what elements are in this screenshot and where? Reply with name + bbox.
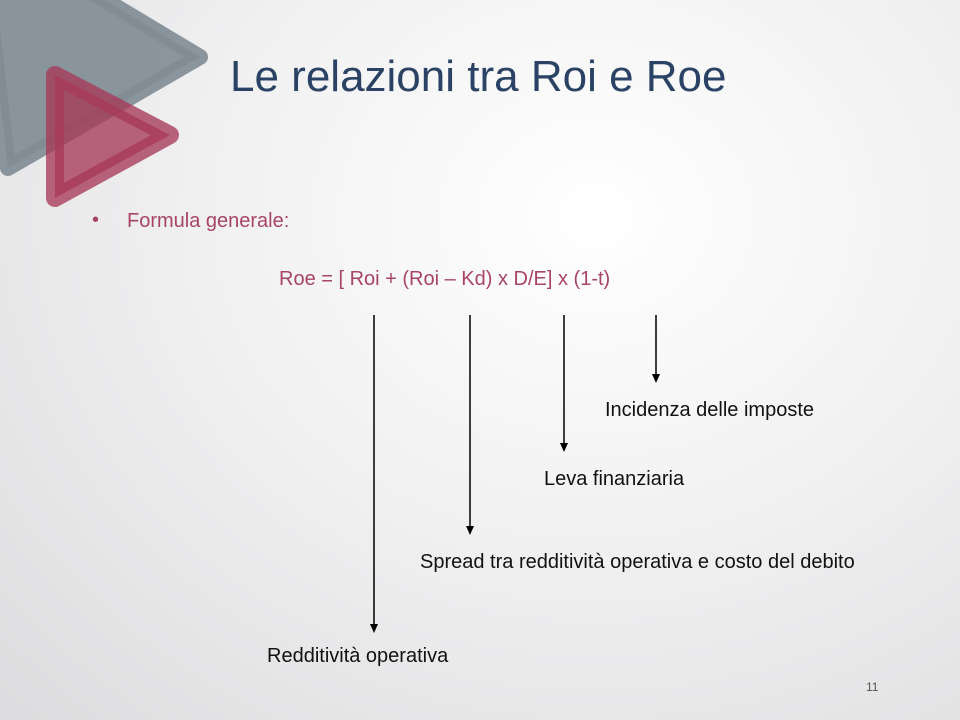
label-spread: Spread tra redditività operativa e costo… [420, 551, 855, 573]
arrowhead-taxes [652, 374, 660, 383]
bullet-marker: • [92, 209, 100, 231]
page-number: 11 [866, 680, 879, 694]
roe-formula: Roe = [ Roi + (Roi – Kd) x D/E] x (1-t) [279, 268, 611, 290]
arrowhead-spread [466, 526, 474, 535]
slide-title: Le relazioni tra Roi e Roe [230, 52, 727, 101]
bullet-text: Formula generale: [127, 210, 290, 232]
label-operating: Redditività operativa [267, 645, 449, 667]
label-leverage: Leva finanziaria [544, 468, 685, 490]
decorative-triangles [0, 0, 208, 207]
arrowhead-leverage [560, 443, 568, 452]
red-triangle-shape [46, 66, 179, 207]
arrowhead-operating [370, 624, 378, 633]
label-taxes: Incidenza delle imposte [605, 399, 815, 421]
